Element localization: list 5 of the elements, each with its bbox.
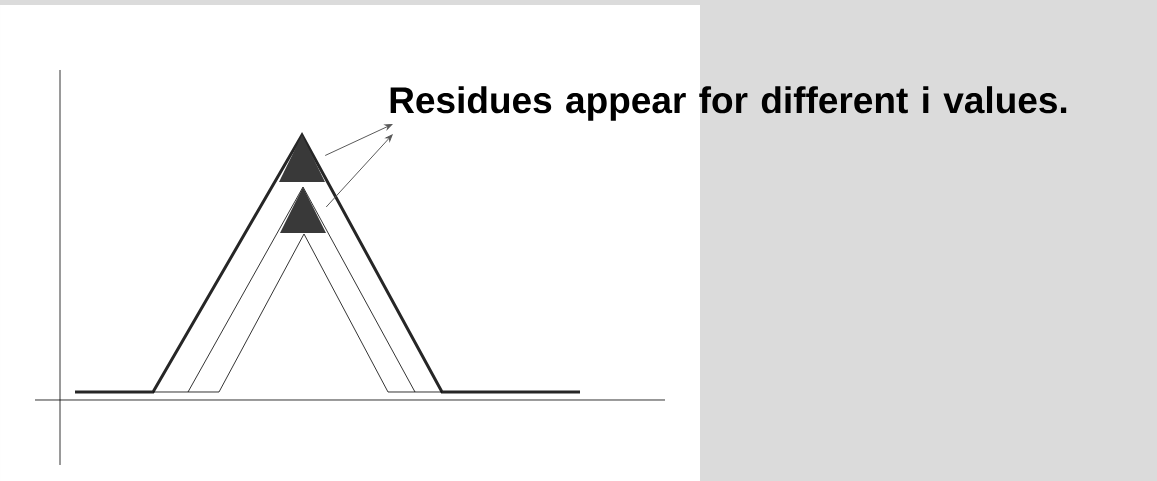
- arrow: [324, 124, 393, 156]
- shaded-region: [280, 187, 326, 233]
- arrow: [325, 134, 393, 208]
- callout-text: Residues appear for different i values.: [390, 86, 1067, 121]
- shaded-region: [279, 135, 325, 182]
